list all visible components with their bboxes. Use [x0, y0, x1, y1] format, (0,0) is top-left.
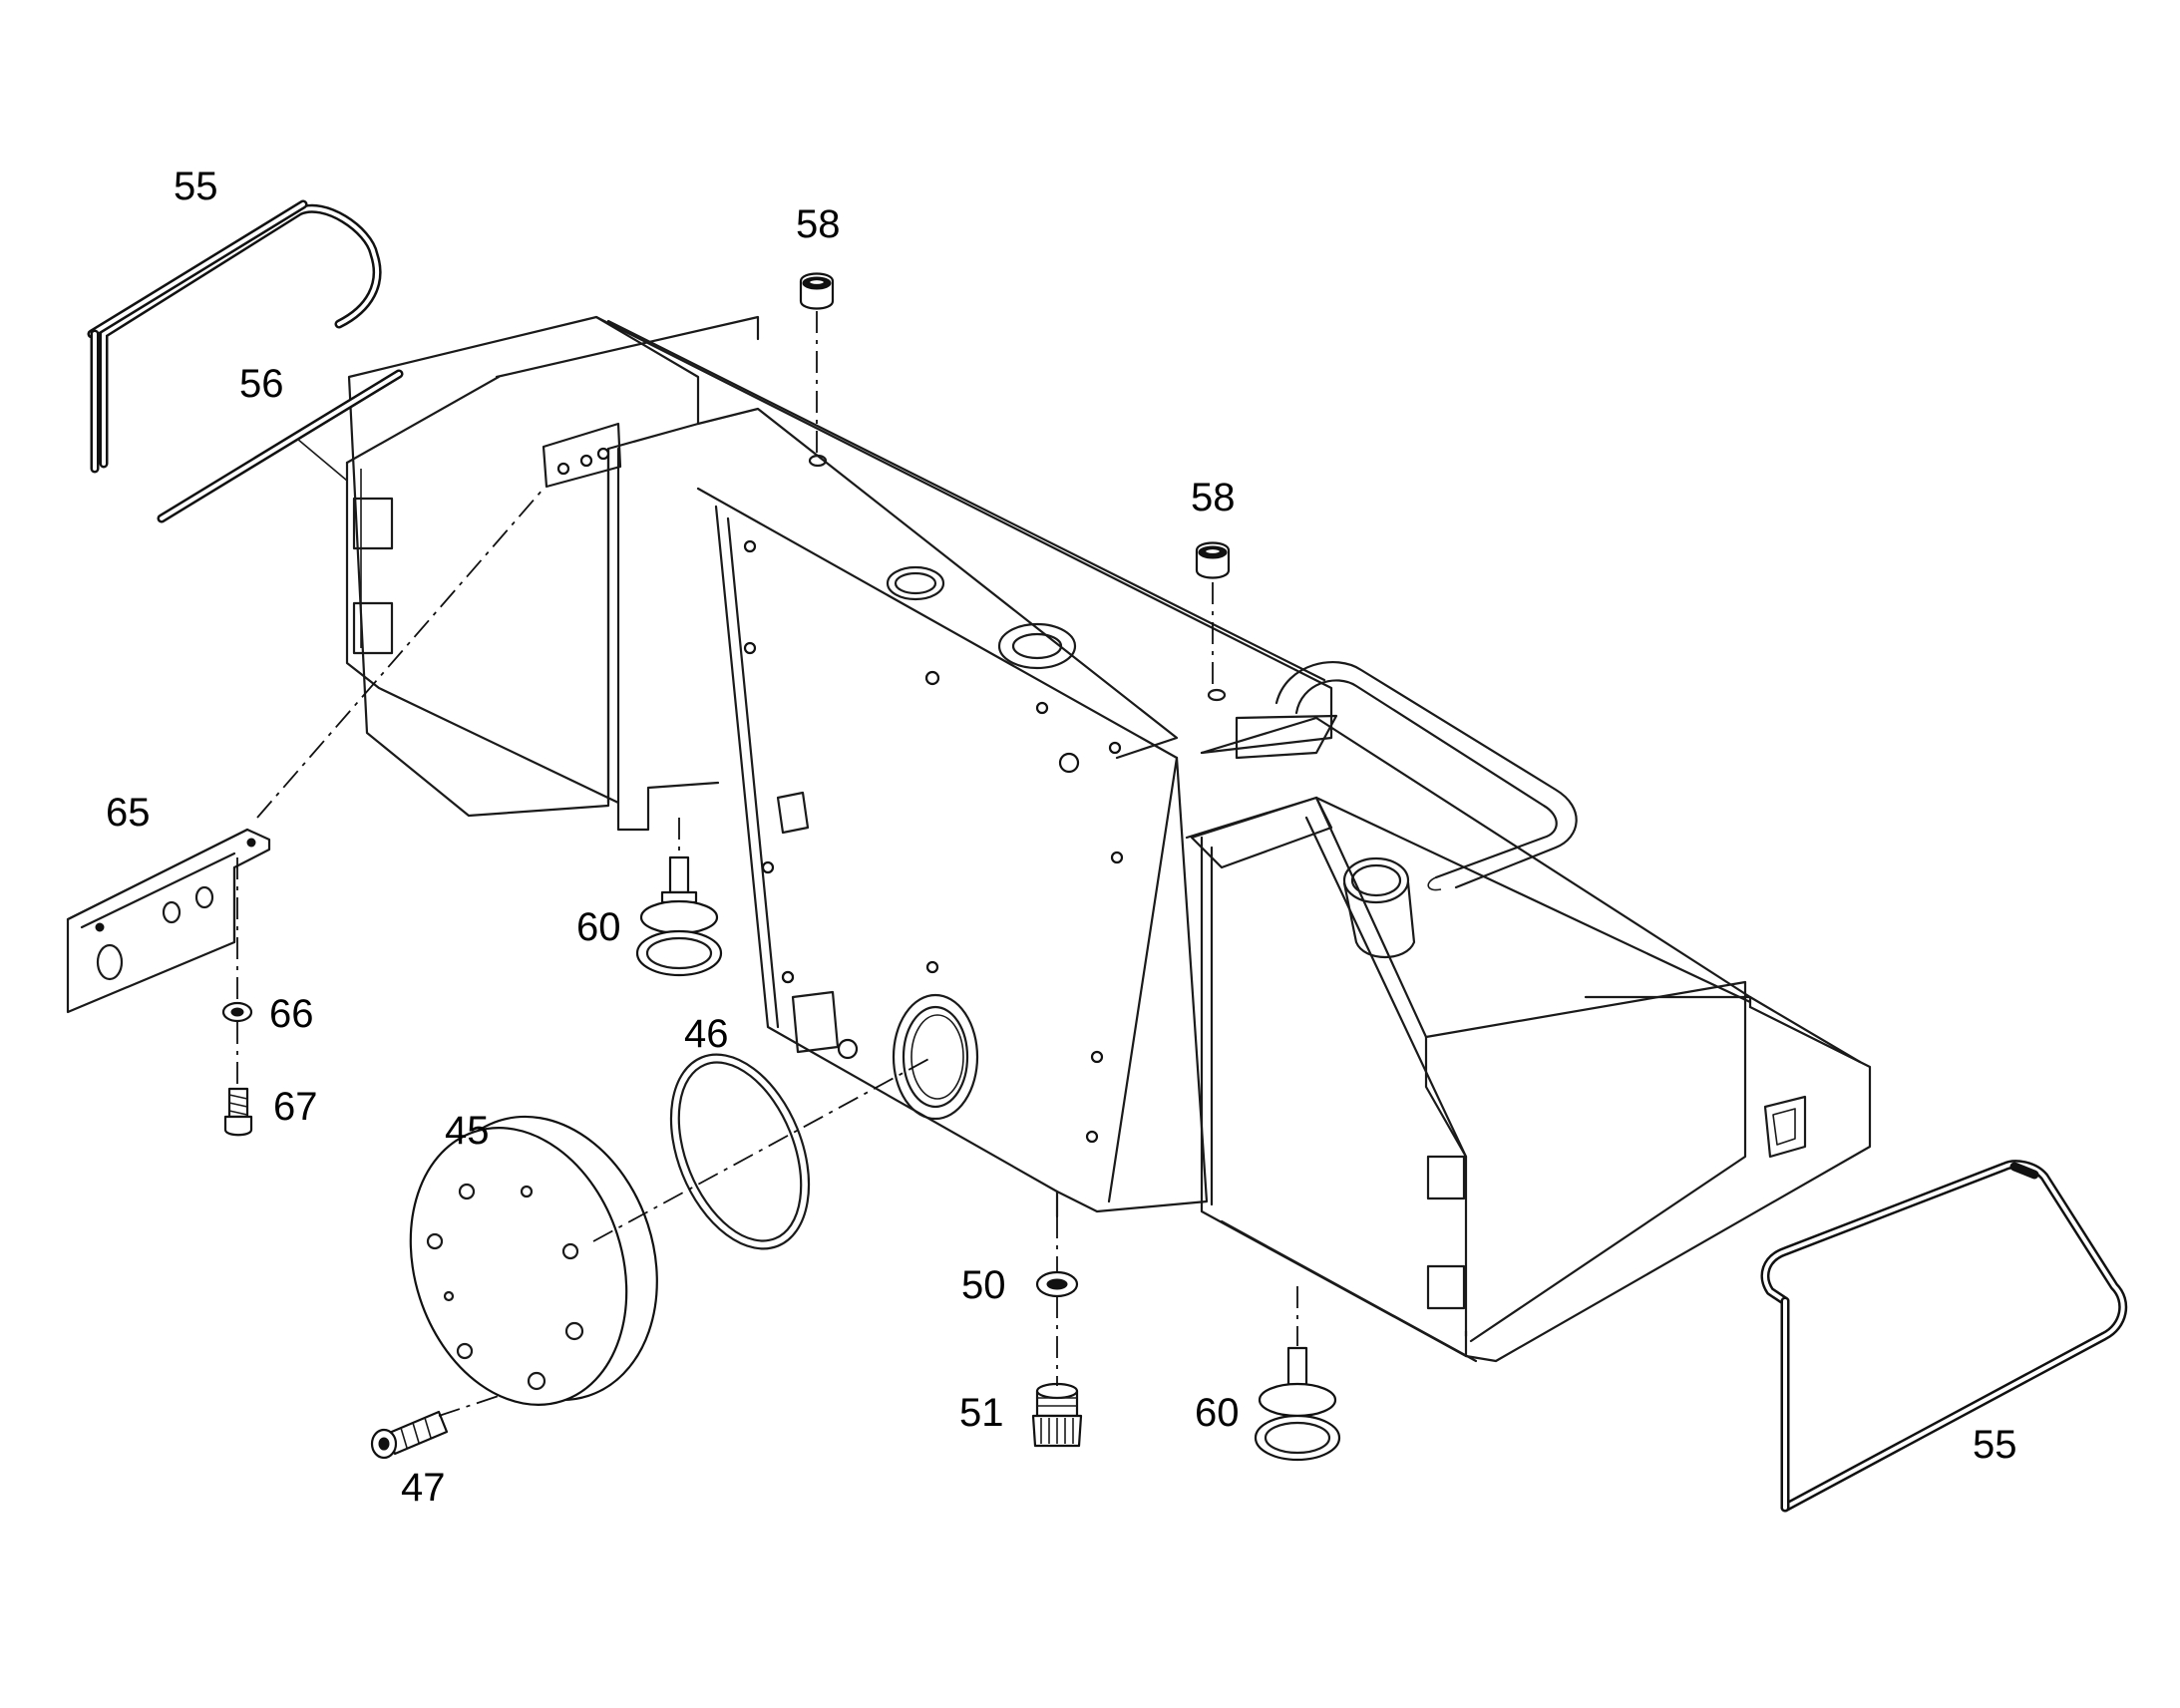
- callout-56: 56: [239, 362, 284, 406]
- callout-66: 66: [269, 992, 314, 1036]
- callout-47: 47: [401, 1466, 446, 1510]
- callout-58-right: 58: [1191, 476, 1236, 519]
- leader-lines: [236, 311, 1298, 1417]
- plug-51: [1031, 1382, 1083, 1448]
- callout-55-bottom: 55: [1973, 1423, 2017, 1467]
- callout-labels: 55 56 58 58 65 60 66 67 46 45 50 51 60 4…: [106, 165, 2017, 1510]
- bolt-47: [370, 1410, 449, 1460]
- bracket-65: [66, 828, 271, 1014]
- callout-45: 45: [445, 1109, 490, 1153]
- handle-rod-55-bottom: [1760, 1160, 2128, 1513]
- cover-plate-45: [409, 1115, 658, 1406]
- plug-58-right: [1195, 541, 1231, 579]
- drain-plug-60-right: [1254, 1346, 1341, 1462]
- callout-55-top: 55: [174, 165, 218, 208]
- rod-56: [157, 369, 404, 523]
- plug-58-left: [799, 272, 835, 310]
- callout-60-left: 60: [576, 905, 621, 949]
- callout-46: 46: [684, 1012, 729, 1056]
- washer-66: [221, 1001, 253, 1023]
- callout-58-left: 58: [796, 202, 841, 246]
- callout-51: 51: [959, 1391, 1004, 1435]
- callout-65: 65: [106, 791, 151, 835]
- handle-rod-55-top: [87, 199, 382, 474]
- tank-body: [345, 315, 1872, 1363]
- drain-plug-60-left: [635, 855, 723, 977]
- o-ring-46: [669, 1053, 811, 1250]
- callout-50: 50: [961, 1263, 1006, 1307]
- callout-60-right: 60: [1195, 1391, 1240, 1435]
- washer-50: [1035, 1270, 1079, 1298]
- callout-67: 67: [273, 1085, 318, 1129]
- screw-67: [223, 1087, 253, 1137]
